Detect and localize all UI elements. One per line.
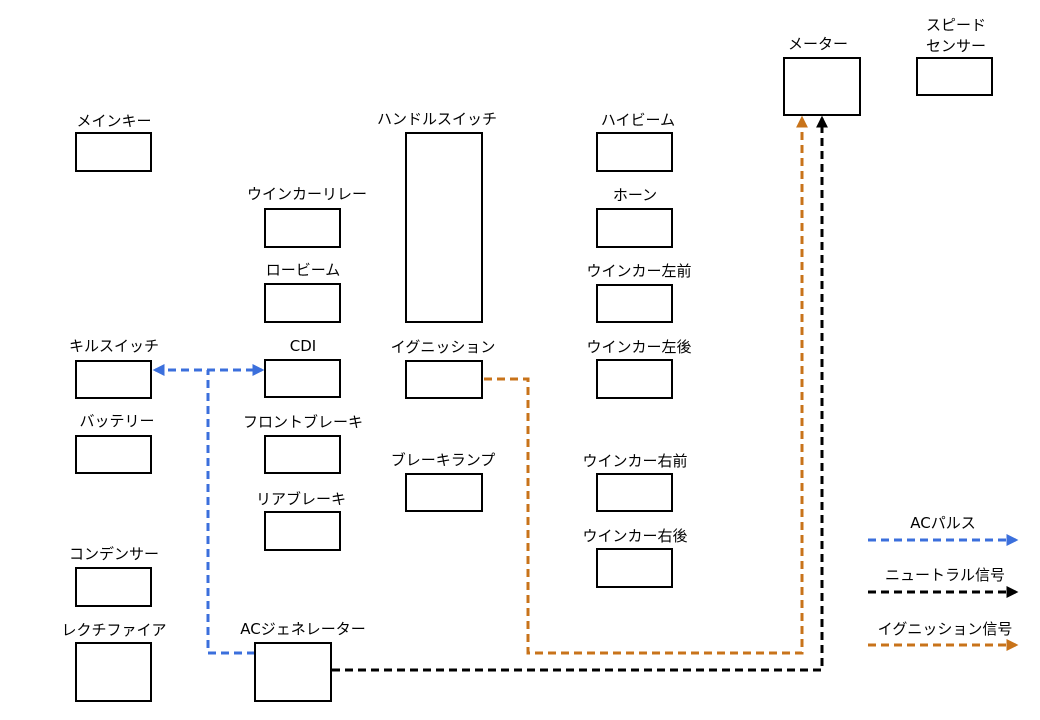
winker-left-rear-box: [596, 359, 673, 399]
legend-ac-pulse-label: ACパルス: [910, 514, 975, 532]
front-brake-box: [264, 435, 341, 474]
winker-right-front-label: ウインカー右前: [582, 452, 687, 470]
winker-left-front-label: ウインカー左前: [586, 262, 691, 280]
rear-brake-box: [264, 511, 341, 551]
low-beam-box: [264, 283, 341, 323]
legend-neutral-signal-label: ニュートラル信号: [885, 566, 1005, 584]
meter-label: メーター: [788, 35, 848, 53]
brake-lamp-box: [405, 473, 483, 512]
ignition-box: [405, 360, 483, 399]
component-winker-relay: ウインカーリレー: [247, 185, 367, 248]
horn-label: ホーン: [613, 186, 657, 204]
ac-generator-box: [254, 642, 332, 702]
neutral-signal-wire: [332, 115, 828, 672]
speed-sensor-box: [916, 57, 993, 96]
ac-generator-label: ACジェネレーター: [240, 620, 365, 638]
legend: ACパルス ニュートラル信号 イグニッション信号: [868, 514, 1019, 651]
component-main-key: メインキー: [75, 112, 152, 172]
horn-box: [596, 208, 673, 248]
ac-pulse-wire-generator: [206, 370, 255, 655]
battery-label: バッテリー: [79, 412, 154, 430]
component-rectifier: レクチファイア: [61, 621, 167, 702]
cdi-label: CDI: [290, 337, 316, 355]
speed-sensor-label-line2: センサー: [926, 37, 986, 55]
component-ignition: イグニッション: [391, 338, 496, 399]
winker-left-rear-label: ウインカー左後: [586, 338, 691, 356]
winker-right-rear-label: ウインカー右後: [582, 527, 687, 545]
component-kill-switch: キルスイッチ: [69, 337, 159, 399]
speed-sensor-label-line1: スピード: [926, 16, 986, 34]
component-winker-right-rear: ウインカー右後: [582, 527, 688, 588]
component-speed-sensor: スピード センサー: [916, 16, 993, 96]
ignition-label: イグニッション: [391, 338, 496, 356]
high-beam-box: [596, 132, 673, 172]
component-horn: ホーン: [596, 186, 673, 248]
component-handle-switch: ハンドルスイッチ: [377, 110, 497, 323]
winker-left-front-box: [596, 284, 673, 323]
component-cdi: CDI: [264, 337, 341, 398]
low-beam-label: ロービーム: [266, 261, 341, 279]
component-ac-generator: ACジェネレーター: [240, 620, 366, 702]
wires: [152, 115, 828, 672]
component-winker-left-rear: ウインカー左後: [586, 338, 692, 399]
ignition-signal-wire: [484, 115, 808, 655]
handle-switch-label: ハンドルスイッチ: [377, 110, 497, 128]
rectifier-box: [75, 642, 152, 702]
battery-box: [75, 435, 152, 474]
brake-lamp-label: ブレーキランプ: [391, 451, 496, 469]
handle-switch-box: [405, 132, 483, 323]
component-low-beam: ロービーム: [264, 261, 341, 323]
winker-relay-label: ウインカーリレー: [247, 185, 367, 203]
legend-ignition-signal-label: イグニッション信号: [878, 620, 1013, 638]
winker-relay-box: [264, 208, 341, 248]
kill-switch-label: キルスイッチ: [69, 337, 159, 355]
high-beam-label: ハイビーム: [601, 111, 675, 129]
kill-switch-box: [75, 360, 152, 399]
component-winker-right-front: ウインカー右前: [582, 452, 688, 512]
component-meter: メーター: [783, 35, 861, 116]
component-brake-lamp: ブレーキランプ: [391, 451, 496, 512]
cdi-box: [264, 359, 341, 398]
component-battery: バッテリー: [75, 412, 155, 474]
component-winker-left-front: ウインカー左前: [586, 262, 692, 323]
main-key-box: [75, 132, 152, 172]
meter-box: [783, 57, 861, 116]
rectifier-label: レクチファイア: [61, 621, 166, 639]
rear-brake-label: リアブレーキ: [256, 490, 346, 508]
winker-right-rear-box: [596, 548, 673, 588]
component-high-beam: ハイビーム: [596, 111, 675, 172]
component-rear-brake: リアブレーキ: [256, 490, 346, 551]
component-condenser: コンデンサー: [69, 545, 159, 607]
condenser-box: [75, 567, 152, 607]
condenser-label: コンデンサー: [69, 545, 159, 563]
front-brake-label: フロントブレーキ: [243, 413, 363, 431]
main-key-label: メインキー: [76, 112, 151, 130]
component-front-brake: フロントブレーキ: [243, 413, 363, 474]
winker-right-front-box: [596, 473, 673, 512]
